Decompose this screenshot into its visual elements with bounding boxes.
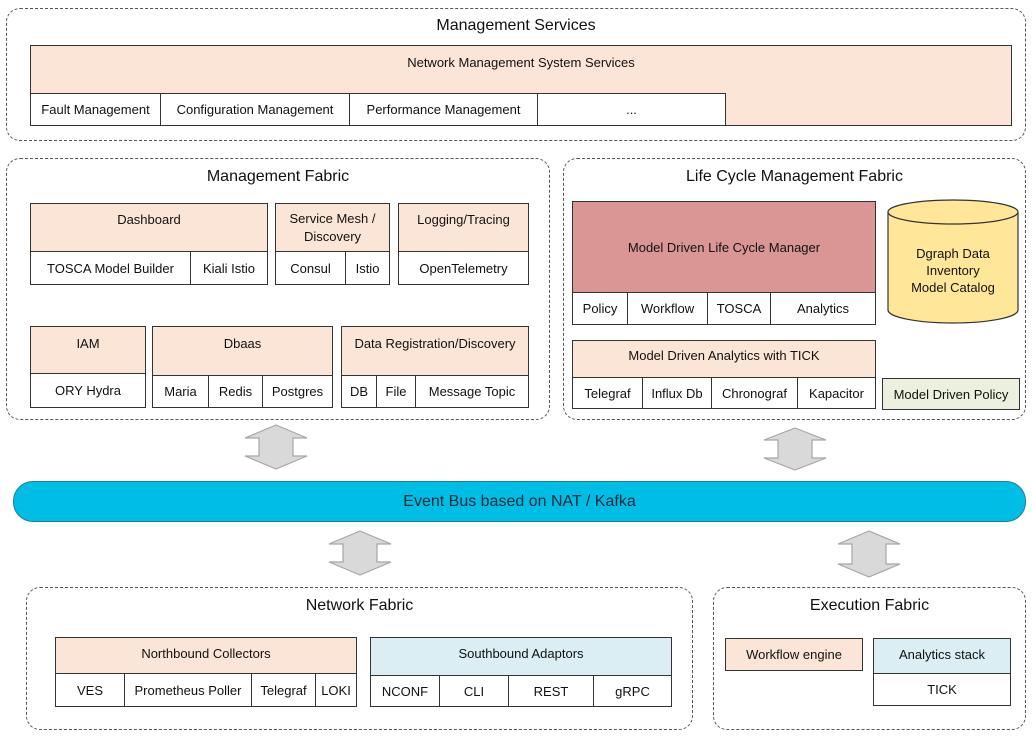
- service-mesh-title: Service Mesh / Discovery: [289, 211, 376, 244]
- loki-cell: LOKI: [315, 673, 357, 707]
- telegraf-cell: Telegraf: [572, 377, 643, 409]
- kapacitor-cell: Kapacitor: [797, 377, 876, 409]
- execution-fabric-title: Execution Fabric: [809, 597, 930, 614]
- southbound-adaptors-title: Southbound Adaptors: [458, 646, 584, 661]
- logging-tracing-title: Logging/Tracing: [417, 212, 510, 227]
- rest-cell: REST: [508, 675, 594, 707]
- workflow-engine-label: Workflow engine: [746, 647, 842, 662]
- execution-fabric-group: Execution Fabric: [713, 587, 1026, 730]
- grpc-cell: gRPC: [593, 675, 672, 707]
- double-arrow-icon: [763, 427, 827, 471]
- dbaas-title: Dbaas: [223, 336, 262, 351]
- analytics-tick-title: Model Driven Analytics with TICK: [628, 348, 820, 363]
- lcm-box: Model Driven Life Cycle Manager: [572, 201, 876, 293]
- management-services-group: Management Services: [6, 8, 1026, 141]
- workflow-cell: Workflow: [627, 292, 708, 325]
- northbound-collectors-title: Northbound Collectors: [141, 646, 271, 661]
- analytics-stack-title: Analytics stack: [899, 647, 985, 662]
- lifecycle-fabric-group: Life Cycle Management Fabric: [563, 158, 1026, 420]
- workflow-engine-box: Workflow engine: [725, 638, 863, 671]
- configuration-management-cell: Configuration Management: [160, 93, 350, 126]
- model-driven-policy-label: Model Driven Policy: [893, 386, 1009, 402]
- tosca-cell: TOSCA: [707, 292, 771, 325]
- postgres-cell: Postgres: [262, 375, 333, 408]
- ellipsis-cell: ...: [537, 93, 726, 126]
- analytics-cell: Analytics: [770, 292, 876, 325]
- db-cell: DB: [341, 375, 377, 408]
- dashboard-title: Dashboard: [117, 212, 181, 227]
- model-driven-policy-box: Model Driven Policy: [882, 378, 1020, 410]
- dgraph-label: Dgraph Data Inventory Model Catalog: [911, 245, 995, 295]
- iam-title: IAM: [76, 336, 100, 351]
- dgraph-cylinder: [887, 199, 1019, 324]
- policy-cell: Policy: [572, 292, 628, 325]
- redis-cell: Redis: [208, 375, 263, 408]
- ory-hydra-cell: ORY Hydra: [30, 373, 146, 408]
- event-bus-label: Event Bus based on NAT / Kafka: [403, 492, 636, 510]
- istio-cell: Istio: [345, 251, 390, 285]
- double-arrow-icon: [837, 530, 901, 578]
- cli-cell: CLI: [439, 675, 509, 707]
- lifecycle-fabric-title: Life Cycle Management Fabric: [686, 168, 903, 185]
- network-fabric-group: Network Fabric: [26, 587, 693, 730]
- chronograf-cell: Chronograf: [711, 377, 798, 409]
- kiali-istio-cell: Kiali Istio: [190, 251, 268, 285]
- tick-cell: TICK: [873, 673, 1011, 706]
- performance-management-cell: Performance Management: [349, 93, 538, 126]
- management-fabric-title: Management Fabric: [206, 168, 350, 185]
- ves-cell: VES: [55, 673, 125, 707]
- double-arrow-icon: [244, 424, 308, 470]
- file-cell: File: [376, 375, 416, 408]
- double-arrow-icon: [328, 530, 392, 576]
- data-registration-title: Data Registration/Discovery: [354, 336, 516, 351]
- tosca-model-builder-cell: TOSCA Model Builder: [30, 251, 191, 285]
- nms-services-title: Network Management System Services: [407, 55, 635, 70]
- maria-cell: Maria: [152, 375, 209, 408]
- network-fabric-title: Network Fabric: [305, 597, 414, 614]
- influx-db-cell: Influx Db: [642, 377, 712, 409]
- lcm-title: Model Driven Life Cycle Manager: [627, 239, 821, 255]
- telegraf-collector-cell: Telegraf: [251, 673, 316, 707]
- consul-cell: Consul: [275, 251, 346, 285]
- event-bus: Event Bus based on NAT / Kafka: [13, 481, 1026, 522]
- prometheus-poller-cell: Prometheus Poller: [124, 673, 252, 707]
- message-topic-cell: Message Topic: [415, 375, 529, 408]
- management-services-title: Management Services: [436, 17, 596, 34]
- fault-management-cell: Fault Management: [30, 93, 161, 126]
- nconf-cell: NCONF: [370, 675, 440, 707]
- management-fabric-group: Management Fabric: [6, 158, 550, 420]
- opentelemetry-cell: OpenTelemetry: [398, 251, 529, 285]
